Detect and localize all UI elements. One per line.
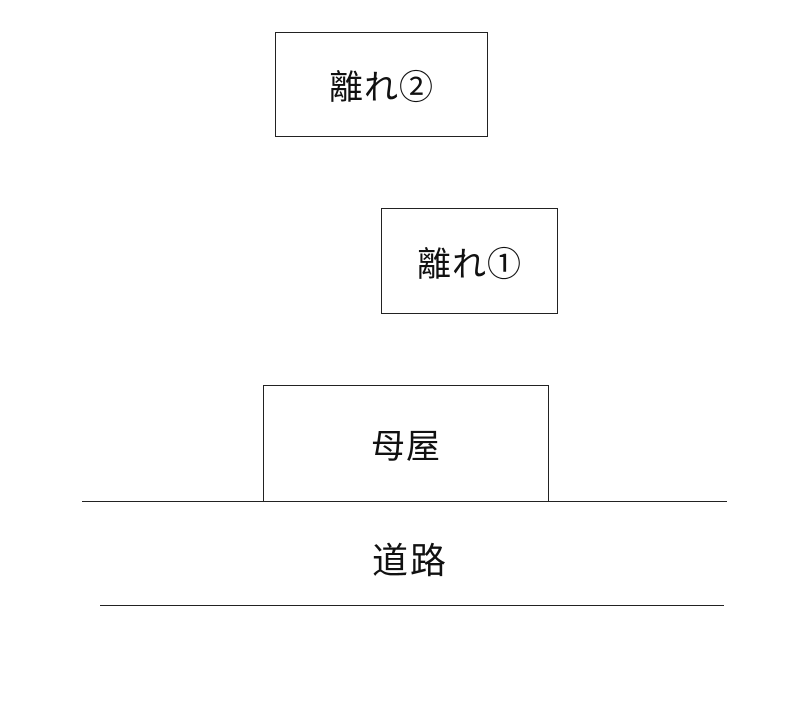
building-main-house-label: 母屋 <box>371 427 441 467</box>
building-annex-1-label: 離れ① <box>417 244 522 285</box>
building-annex-2: 離れ② <box>275 32 488 137</box>
road-bottom-edge <box>100 605 724 606</box>
building-annex-1: 離れ① <box>381 208 558 314</box>
building-main-house: 母屋 <box>263 385 549 502</box>
road-label: 道路 <box>371 541 448 582</box>
building-annex-2-label: 離れ② <box>329 68 434 108</box>
